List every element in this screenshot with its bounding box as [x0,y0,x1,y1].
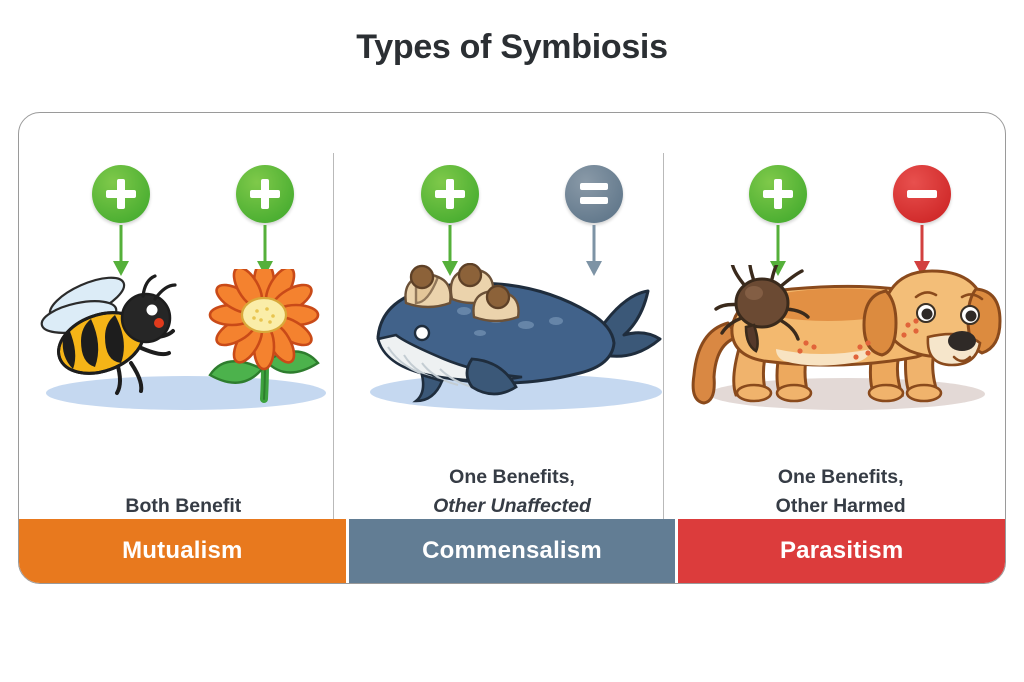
equals-icon-bottom [579,197,608,204]
minus-icon-bar [907,190,938,198]
caption-line-1: Both Benefit [125,495,242,517]
badge-row-commensalism [348,165,677,285]
bar-commensalism[interactable]: Commensalism [345,519,676,583]
flower-illustration [208,269,320,403]
plus-badge [420,165,479,223]
caption-line-1: One Benefits, [777,466,904,488]
caption-commensalism: One Benefits, Other Unaffected [348,463,677,521]
equals-icon-top [579,183,608,190]
bar-label: Commensalism [422,537,602,564]
badge-unit-flower [225,165,305,276]
badge-row-parasitism [676,165,1005,285]
badge-unit-bee [81,165,161,276]
down-arrow-icon [583,225,605,277]
panel-mutualism: Both Benefit [19,113,348,521]
equals-badge [564,165,623,223]
art-commensalism [348,263,677,443]
symbiosis-card: Both Benefit [18,112,1006,584]
bar-parasitism[interactable]: Parasitism [675,519,1005,583]
down-arrow-icon [110,225,132,277]
panel-parasitism: One Benefits, Other Harmed [676,113,1005,521]
plus-badge [749,165,808,223]
ground-shadow [369,374,662,410]
badge-unit-dog [882,165,962,276]
ground-shadow [46,376,326,410]
caption-line-2: Other Harmed [775,495,906,517]
badge-unit-tick [738,165,818,276]
caption-line-2: Other Unaffected [433,495,591,517]
art-parasitism [676,263,1005,443]
bar-label: Parasitism [779,537,904,564]
minus-badge [893,165,952,223]
bee-illustration [40,274,177,395]
page-title: Types of Symbiosis [356,28,668,66]
caption-parasitism: One Benefits, Other Harmed [676,463,1005,521]
plus-badge [236,165,294,223]
plus-icon-vertical [117,179,125,209]
badge-unit-whale [554,165,634,276]
caption-line-1: One Benefits, [449,466,575,488]
whale-illustration [376,263,662,403]
plus-icon-vertical [774,179,783,209]
panel-commensalism: One Benefits, Other Unaffected [348,113,677,521]
down-arrow-icon [911,225,933,277]
category-bars: Mutualism Commensalism Parasitism [19,519,1005,583]
bar-mutualism[interactable]: Mutualism [19,519,346,583]
panel-divider [663,153,665,521]
plus-icon-vertical [261,179,269,209]
panels-container: Both Benefit [19,113,1005,521]
badge-row-mutualism [19,165,348,285]
caption-mutualism: Both Benefit [19,492,348,521]
plus-badge [92,165,150,223]
dog-illustration [691,265,1002,405]
badge-unit-barnacles [410,165,490,276]
art-mutualism [19,263,348,443]
down-arrow-icon [767,225,789,277]
bar-label: Mutualism [122,537,243,564]
down-arrow-icon [439,225,461,277]
plus-icon-vertical [445,179,454,209]
panel-divider [333,153,335,521]
